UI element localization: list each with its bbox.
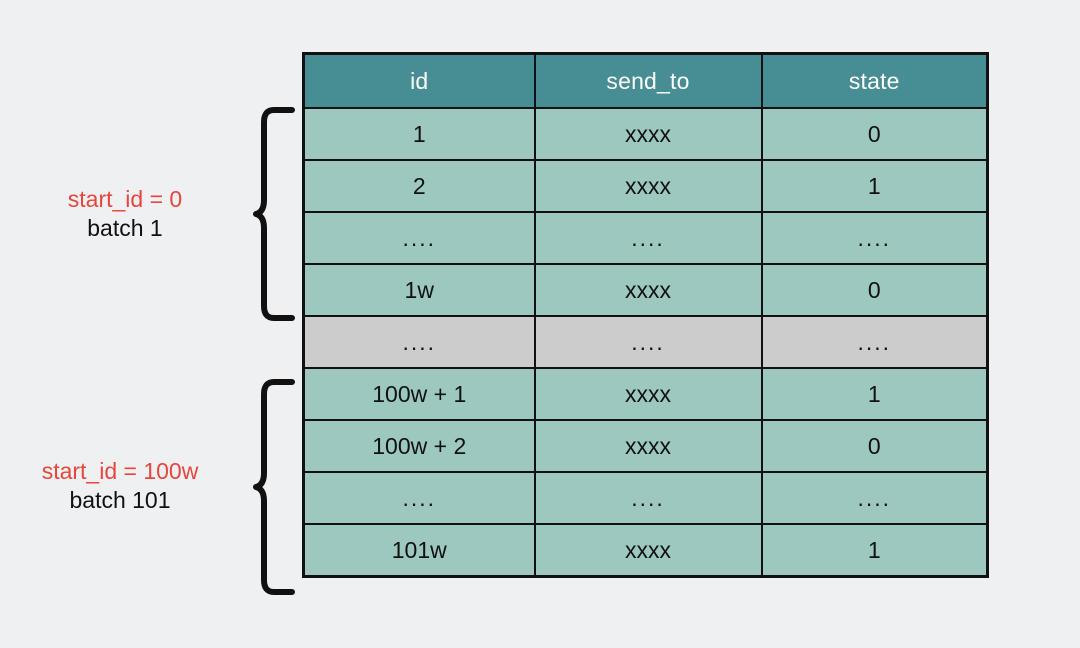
table-row-ellipsis: .... .... .... xyxy=(302,471,989,525)
table-row: 100w + 1 xxxx 1 xyxy=(302,367,989,421)
annotation-batch-1-start-id: start_id = 0 xyxy=(67,186,183,212)
cell-state: 0 xyxy=(760,107,989,161)
cell-send-to: .... xyxy=(533,315,763,369)
table-header-row: id send_to state xyxy=(302,52,989,109)
cell-send-to: xxxx xyxy=(533,367,763,421)
column-header-id: id xyxy=(302,52,536,109)
column-header-state: state xyxy=(760,52,989,109)
cell-state: .... xyxy=(760,211,989,265)
cell-send-to: xxxx xyxy=(533,107,763,161)
cell-id: .... xyxy=(302,315,536,369)
message-table: id send_to state 1 xxxx 0 2 xxxx 1 .... … xyxy=(302,52,989,578)
table-row: 1 xxxx 0 xyxy=(302,107,989,161)
cell-id: 2 xyxy=(302,159,536,213)
cell-id: 100w + 2 xyxy=(302,419,536,473)
table-row-ellipsis: .... .... .... xyxy=(302,211,989,265)
annotation-batch-1: start_id = 0 batch 1 xyxy=(10,185,240,243)
cell-state: 1 xyxy=(760,367,989,421)
table-row: 101w xxxx 1 xyxy=(302,523,989,578)
cell-send-to: xxxx xyxy=(533,159,763,213)
annotation-batch-101: start_id = 100w batch 101 xyxy=(0,457,240,515)
table-body: 1 xxxx 0 2 xxxx 1 .... .... .... 1w xxxx… xyxy=(302,107,989,578)
cell-send-to: .... xyxy=(533,471,763,525)
table-row-gap: .... .... .... xyxy=(302,315,989,369)
annotation-batch-1-batch-label: batch 1 xyxy=(87,214,163,241)
cell-send-to: xxxx xyxy=(533,263,763,317)
cell-id: 101w xyxy=(302,523,536,578)
cell-send-to: xxxx xyxy=(533,419,763,473)
cell-id: 1 xyxy=(302,107,536,161)
column-header-send-to: send_to xyxy=(533,52,763,109)
cell-state: 0 xyxy=(760,419,989,473)
cell-state: 0 xyxy=(760,263,989,317)
brace-batch-101 xyxy=(252,378,298,596)
table-row: 1w xxxx 0 xyxy=(302,263,989,317)
table-row: 100w + 2 xxxx 0 xyxy=(302,419,989,473)
annotation-batch-101-start-id: start_id = 100w xyxy=(41,458,199,484)
cell-send-to: xxxx xyxy=(533,523,763,578)
annotation-batch-101-batch-label: batch 101 xyxy=(69,486,171,513)
cell-id: 1w xyxy=(302,263,536,317)
cell-id: .... xyxy=(302,211,536,265)
cell-state: .... xyxy=(760,315,989,369)
brace-batch-1 xyxy=(252,106,298,322)
cell-id: 100w + 1 xyxy=(302,367,536,421)
cell-state: 1 xyxy=(760,523,989,578)
cell-state: .... xyxy=(760,471,989,525)
cell-id: .... xyxy=(302,471,536,525)
cell-send-to: .... xyxy=(533,211,763,265)
table-row: 2 xxxx 1 xyxy=(302,159,989,213)
table-header: id send_to state xyxy=(302,52,989,109)
cell-state: 1 xyxy=(760,159,989,213)
